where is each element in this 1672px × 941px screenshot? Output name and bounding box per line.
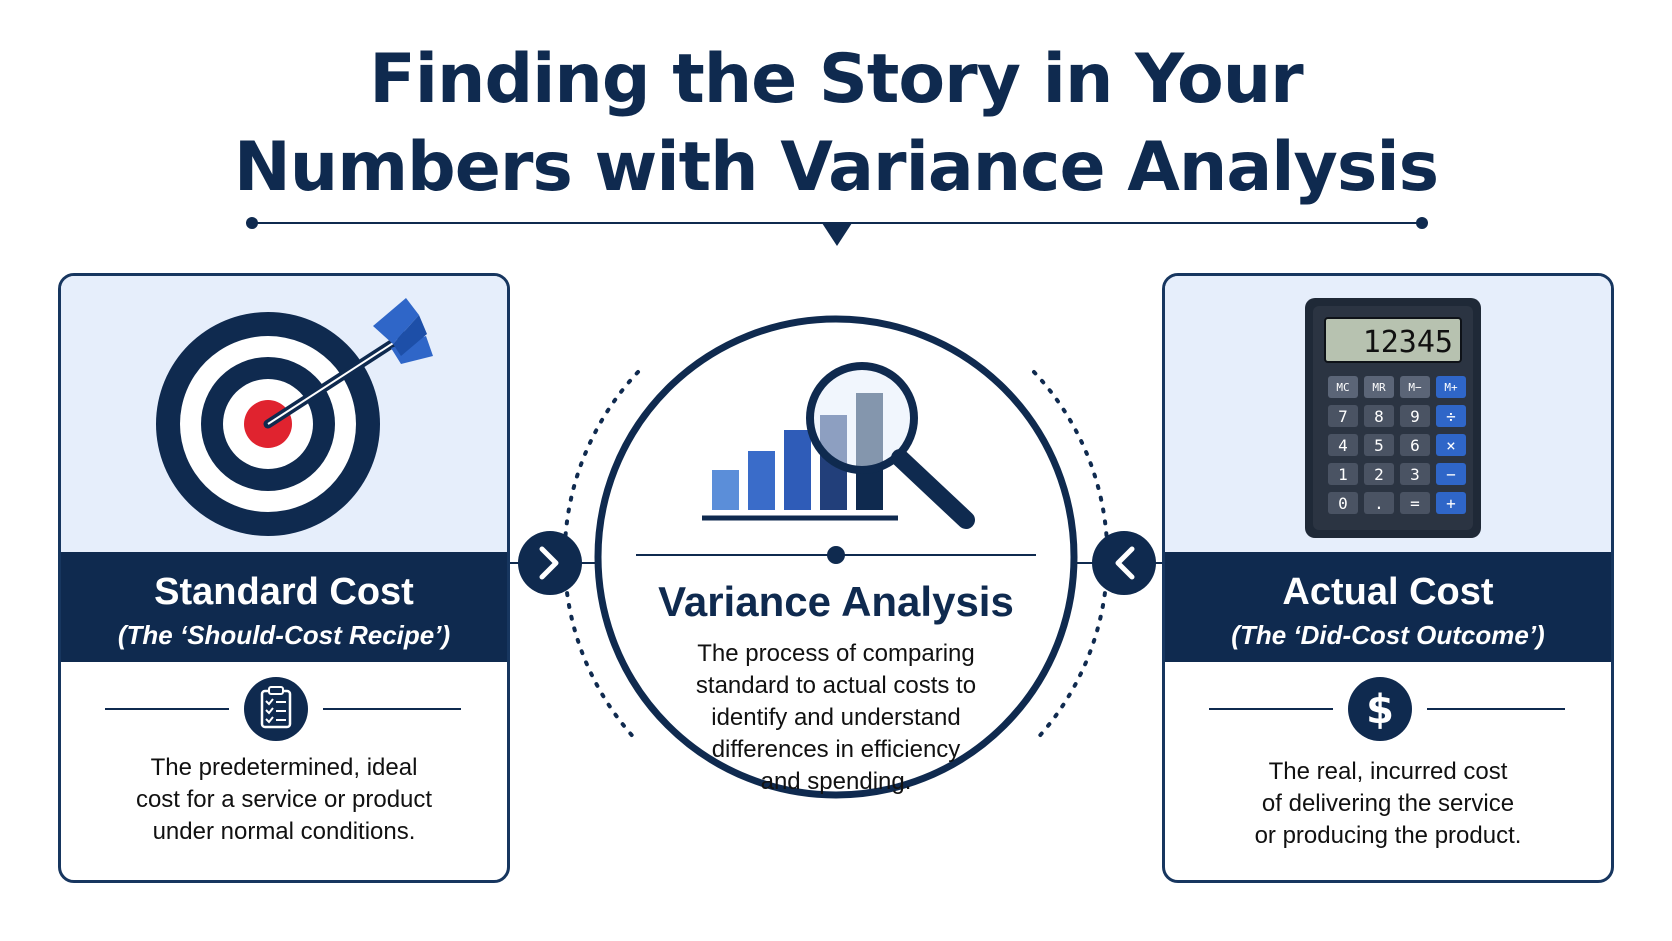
calculator-icon: 12345 MC MR M− M+ 7 8 9 ÷ 4 5 6 × 1 2 3 − 0. = + bbox=[1305, 298, 1481, 538]
calculator-key bbox=[1328, 463, 1358, 485]
calculator-key bbox=[1364, 405, 1394, 427]
standard-cost-illustration-panel bbox=[61, 276, 507, 552]
calculator-key bbox=[1400, 405, 1430, 427]
standard-cost-desc-line: The predetermined, ideal bbox=[150, 754, 418, 781]
calculator-key bbox=[1436, 405, 1466, 427]
actual-cost-icon-row: $ bbox=[1209, 677, 1565, 741]
standard-cost-subheading: (The ‘Should-Cost Recipe’) bbox=[117, 620, 451, 650]
calculator-key-label: . bbox=[1374, 494, 1384, 513]
standard-cost-header: Standard Cost (The ‘Should-Cost Recipe’) bbox=[61, 552, 507, 662]
calculator-key bbox=[1436, 376, 1466, 398]
calculator-key-label: 6 bbox=[1410, 436, 1420, 455]
standard-cost-desc-line: under normal conditions. bbox=[152, 818, 416, 845]
dollar-icon: $ bbox=[1348, 677, 1412, 741]
chevron-left-icon bbox=[1092, 531, 1156, 595]
calculator-key bbox=[1364, 376, 1394, 398]
variance-desc-line: identify and understand bbox=[711, 704, 961, 731]
calculator-key bbox=[1400, 434, 1430, 456]
calculator-key bbox=[1364, 463, 1394, 485]
calculator-key-label: 8 bbox=[1374, 407, 1384, 426]
magnifier-icon bbox=[806, 362, 975, 529]
calculator-display: 12345 bbox=[1363, 325, 1453, 360]
calculator-key-label: 9 bbox=[1410, 407, 1420, 426]
variance-desc-line: and spending. bbox=[760, 768, 912, 795]
calculator-key bbox=[1400, 376, 1430, 398]
variance-desc-line: standard to actual costs to bbox=[695, 672, 977, 699]
calculator-key bbox=[1328, 434, 1358, 456]
calculator-key-label: 4 bbox=[1338, 436, 1348, 455]
standard-cost-heading: Standard Cost bbox=[154, 571, 414, 613]
standard-cost-desc-line: cost for a service or product bbox=[135, 786, 433, 813]
standard-cost-card: Standard Cost (The ‘Should-Cost Recipe’)… bbox=[58, 273, 510, 883]
calculator-key-label: = bbox=[1410, 494, 1420, 513]
actual-cost-header: Actual Cost (The ‘Did-Cost Outcome’) bbox=[1165, 552, 1611, 662]
page-title: Finding the Story in Your Numbers with V… bbox=[0, 36, 1672, 212]
calculator-key-label: M+ bbox=[1444, 381, 1458, 394]
calculator-key-label: MC bbox=[1336, 381, 1349, 394]
calculator-key-label: 5 bbox=[1374, 436, 1384, 455]
calculator-key-label: MR bbox=[1372, 381, 1386, 394]
chevron-right-icon bbox=[518, 531, 582, 595]
calculator-key bbox=[1436, 434, 1466, 456]
calculator-key bbox=[1328, 405, 1358, 427]
variance-desc-line: The process of comparing bbox=[697, 640, 975, 667]
variance-desc-line: differences in efficiency bbox=[711, 736, 961, 763]
actual-cost-description: The real, incurred cost of delivering th… bbox=[1165, 756, 1611, 852]
clipboard-checklist-icon bbox=[244, 677, 308, 741]
actual-cost-card: 12345 MC MR M− M+ 7 8 9 ÷ 4 5 6 × 1 2 3 − 0. = + Actual Co… bbox=[1162, 273, 1614, 883]
calculator-key bbox=[1364, 434, 1394, 456]
actual-cost-desc-line: The real, incurred cost bbox=[1268, 758, 1508, 785]
standard-cost-description: The predetermined, ideal cost for a serv… bbox=[61, 752, 507, 848]
calculator-key bbox=[1436, 463, 1466, 485]
actual-cost-heading: Actual Cost bbox=[1282, 571, 1494, 613]
calculator-key-label: 3 bbox=[1410, 465, 1420, 484]
calculator-key-label: × bbox=[1446, 436, 1456, 455]
variance-analysis-description: The process of comparing standard to act… bbox=[640, 638, 1032, 798]
calculator-key-label: 1 bbox=[1338, 465, 1348, 484]
calculator-key bbox=[1328, 376, 1358, 398]
svg-text:$: $ bbox=[1366, 687, 1394, 733]
calculator-key-label: 0 bbox=[1338, 494, 1348, 513]
calculator-key-label: ÷ bbox=[1446, 407, 1456, 426]
calculator-key-label: M− bbox=[1408, 381, 1422, 394]
target-arrow-icon bbox=[156, 298, 433, 536]
standard-cost-icon-row bbox=[105, 677, 461, 741]
calculator-key-label: + bbox=[1446, 494, 1456, 513]
calculator-key-label: 2 bbox=[1374, 465, 1384, 484]
actual-cost-subheading: (The ‘Did-Cost Outcome’) bbox=[1231, 620, 1545, 650]
variance-analysis-heading: Variance Analysis bbox=[658, 578, 1014, 625]
actual-cost-desc-line: of delivering the service bbox=[1261, 790, 1515, 817]
title-line-2: Numbers with Variance Analysis bbox=[233, 128, 1439, 207]
calculator-key bbox=[1400, 463, 1430, 485]
calculator-key bbox=[1364, 492, 1394, 514]
calculator-key-label: − bbox=[1446, 465, 1456, 484]
title-divider bbox=[246, 217, 1428, 246]
actual-cost-illustration-panel: 12345 MC MR M− M+ 7 8 9 ÷ 4 5 6 × 1 2 3 − 0. = + bbox=[1165, 276, 1611, 552]
calculator-key bbox=[1328, 492, 1358, 514]
calculator-key bbox=[1400, 492, 1430, 514]
actual-cost-desc-line: or producing the product. bbox=[1254, 822, 1522, 849]
title-line-1: Finding the Story in Your bbox=[369, 40, 1303, 119]
calculator-key-label: 7 bbox=[1338, 407, 1348, 426]
calculator-key bbox=[1436, 492, 1466, 514]
